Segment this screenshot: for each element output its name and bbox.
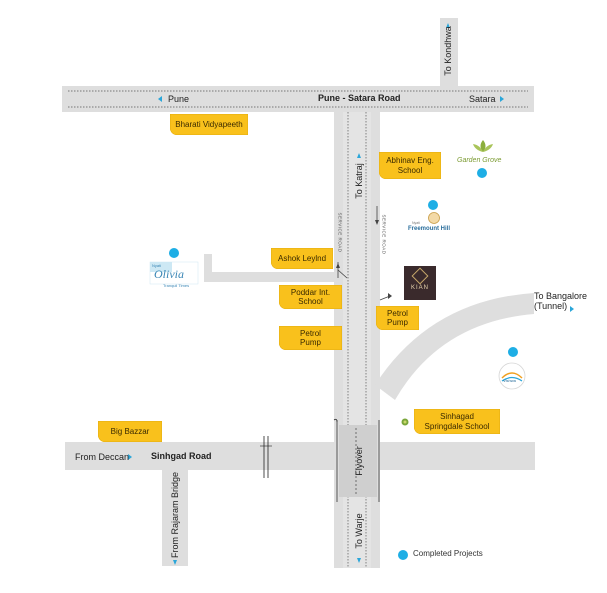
from-rajaram-bridge-label: From Rajaram Bridge <box>170 471 180 558</box>
kian-mark-icon <box>411 267 429 285</box>
project-olivia-sub: Tranquil Times <box>163 283 190 288</box>
to-kondhwa-label: To Kondhwa <box>443 26 453 76</box>
completed-dot-olivia <box>169 248 179 258</box>
arrow-up-icon <box>446 23 450 28</box>
landmark-sinhagad-school: Sinhagad Springdale School <box>414 409 500 434</box>
to-bangalore-line1: To Bangalore <box>534 291 588 301</box>
landmark-big-bazzar: Big Bazzar <box>98 421 162 442</box>
to-bangalore-line2: (Tunnel) <box>534 301 568 312</box>
landmark-bharati-vidyapeeth: Bharati Vidyapeeth <box>170 114 248 135</box>
to-katraj-label: To Katraj <box>354 163 364 199</box>
sinhgad-road-label: Sinhgad Road <box>151 451 212 461</box>
olivia-access-road <box>204 272 334 282</box>
arrow-down-icon <box>173 560 177 565</box>
legend-completed-projects: Completed Projects <box>413 549 483 558</box>
freemount-logo-icon <box>428 212 440 224</box>
project-olivia-prefix: Nyati <box>152 263 162 268</box>
project-kian-logo: KIAN <box>404 266 436 300</box>
satara-label: Satara <box>469 94 496 104</box>
pune-satara-road-label: Pune - Satara Road <box>318 93 401 103</box>
project-olivia: Olivia <box>154 267 184 281</box>
arrow-right-icon <box>570 306 574 312</box>
to-warje-label: To Warje <box>354 513 364 549</box>
landmark-petrol-pump-right: Petrol Pump <box>376 306 419 330</box>
vishwa-logo-icon <box>498 362 526 390</box>
legend-completed-dot <box>398 550 408 560</box>
arrow-left-icon <box>158 96 162 102</box>
completed-dot-garden-grove <box>477 168 487 178</box>
project-freemount-hill: Freemount Hill <box>408 226 451 232</box>
to-bangalore-label: To Bangalore (Tunnel) <box>534 291 587 312</box>
leaf-icon <box>480 140 486 152</box>
project-vishwa: Vishwa <box>503 378 516 383</box>
completed-dot-freemount-hill <box>428 200 438 210</box>
landmark-abhinav-school: Abhinav Eng. School <box>379 152 441 179</box>
pune-label: Pune <box>168 94 190 104</box>
arrow-down-icon <box>357 558 361 563</box>
flyover-label: Flyover <box>354 446 364 476</box>
completed-dot-vishwa <box>508 347 518 357</box>
service-road-left-label: SERVICE ROAD <box>337 212 343 253</box>
rajaram-bridge-road <box>162 470 188 566</box>
project-garden-grove: Garden Grove <box>457 157 502 164</box>
arrow-right-icon <box>500 96 504 102</box>
landmark-petrol-pump-left: Petrol Pump <box>279 326 342 350</box>
project-freemount-prefix: Nyati <box>412 221 420 225</box>
pune-satara-road <box>62 86 534 112</box>
project-kian-label: KIAN <box>410 285 429 291</box>
arrow-up-icon <box>357 153 361 158</box>
kondhwa-road <box>440 18 458 86</box>
from-deccan-label: From Deccan <box>75 452 130 462</box>
service-road-right-label: SERVICE ROAD <box>381 214 387 255</box>
sinhgad-road <box>65 442 535 470</box>
bangalore-tunnel-road <box>375 293 534 400</box>
landmark-poddar-school: Poddar Int. School <box>279 285 342 309</box>
landmark-ashok-leyland: Ashok Leylnd <box>271 248 333 269</box>
flyover-section <box>339 425 377 497</box>
arrow-right-icon <box>128 454 132 460</box>
